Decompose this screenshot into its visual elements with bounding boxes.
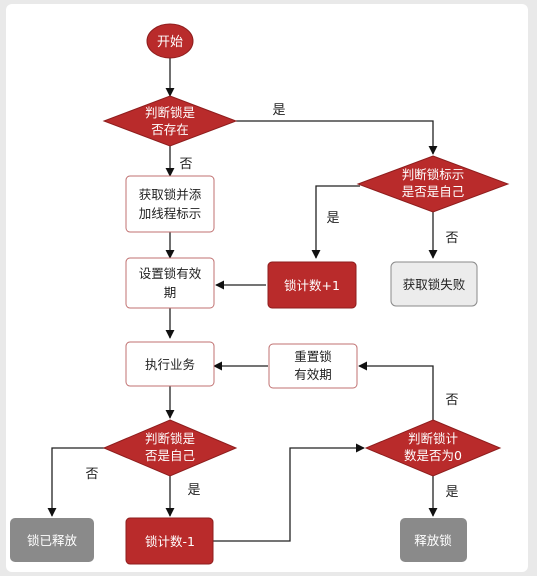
execute-business-label: 执行业务	[145, 357, 195, 372]
decision-owner: 判断锁标示 是否是自己	[356, 155, 510, 213]
label-owner-no: 否	[445, 231, 458, 246]
decision-release-mine: 判断锁是 否是自己	[102, 419, 238, 477]
reset-expiry-line2: 有效期	[294, 367, 332, 382]
process-execute-business: 执行业务	[125, 341, 215, 387]
process-counter-increment: 锁计数+1	[267, 261, 357, 309]
connectors	[47, 58, 438, 542]
label-mine-no: 否	[85, 467, 98, 482]
edge-mine-no	[47, 447, 106, 517]
decision-lock-exists: 判断锁是 否存在	[102, 95, 238, 147]
decision-owner-line2: 是否是自己	[402, 184, 465, 199]
terminal-acquire-failed: 获取锁失败	[390, 261, 478, 307]
edge-labels: 是 否 是 否 否 是 否 是	[85, 103, 458, 500]
counter-decrement-label: 锁计数-1	[145, 534, 195, 549]
release-lock-label: 释放锁	[414, 533, 452, 548]
decision-lock-exists-line1: 判断锁是	[145, 105, 196, 120]
label-exists-no: 否	[179, 157, 192, 172]
decision-counter-zero: 判断锁计 数是否为0	[364, 419, 502, 477]
process-acquire-lock: 获取锁并添 加线程标示	[125, 175, 215, 233]
edge-decrement-to-check-zero	[213, 443, 365, 542]
label-zero-no: 否	[445, 393, 458, 408]
label-zero-yes: 是	[445, 485, 458, 500]
edge-exists-yes	[236, 120, 438, 155]
start-node: 开始	[146, 23, 194, 59]
counter-increment-label: 锁计数+1	[284, 278, 340, 293]
reset-expiry-line1: 重置锁	[294, 349, 332, 364]
decision-release-mine-line1: 判断锁是	[145, 431, 196, 446]
label-owner-yes: 是	[326, 211, 339, 226]
decision-counter-zero-line2: 数是否为0	[404, 448, 462, 463]
decision-release-mine-line2: 否是自己	[145, 448, 195, 463]
set-expiry-line1: 设置锁有效	[139, 266, 202, 281]
terminal-lock-released: 锁已释放	[10, 518, 94, 562]
terminal-release-lock: 释放锁	[400, 518, 467, 562]
decision-owner-line1: 判断锁标示	[402, 167, 465, 182]
decision-counter-zero-line1: 判断锁计	[408, 431, 458, 446]
label-mine-yes: 是	[187, 483, 200, 498]
edge-owner-yes	[311, 185, 360, 259]
process-set-expiry: 设置锁有效 期	[125, 257, 215, 309]
decision-lock-exists-line2: 否存在	[151, 122, 189, 137]
edge-zero-no	[358, 361, 434, 420]
acquire-lock-line1: 获取锁并添	[139, 187, 202, 202]
set-expiry-line2: 期	[164, 285, 177, 300]
acquire-lock-line2: 加线程标示	[139, 206, 202, 221]
start-label: 开始	[157, 35, 183, 50]
lock-released-label: 锁已释放	[27, 533, 78, 548]
process-reset-expiry: 重置锁 有效期	[268, 343, 358, 389]
process-counter-decrement: 锁计数-1	[125, 517, 214, 565]
acquire-failed-label: 获取锁失败	[403, 277, 466, 292]
label-exists-yes: 是	[272, 103, 285, 118]
